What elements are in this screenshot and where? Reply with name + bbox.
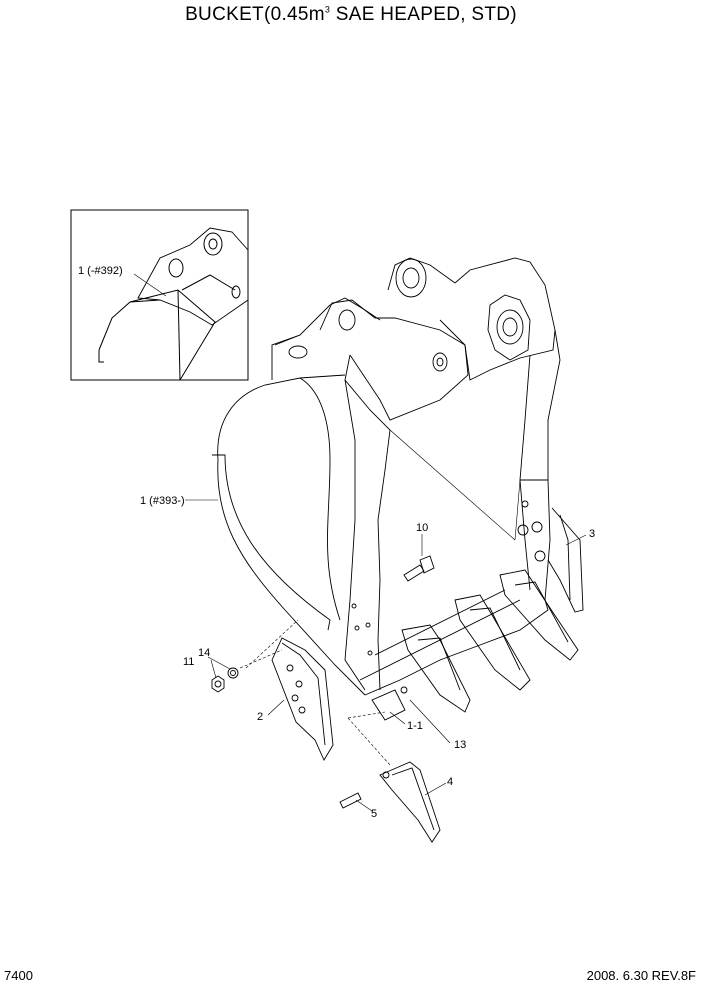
page-number: 7400: [4, 968, 33, 983]
title-superscript: 3: [324, 4, 331, 15]
callout-5: 5: [371, 808, 377, 820]
adapter: [371, 686, 408, 721]
revision-date: 2008. 6.30 REV.8F: [586, 968, 696, 983]
inset-leader-line: [133, 273, 167, 297]
title-rest: SAE HEAPED, STD): [330, 4, 517, 25]
bolt: [403, 555, 435, 582]
leader-lines: [185, 499, 587, 812]
callout-10: 10: [416, 522, 428, 534]
nut-washer: [211, 667, 239, 693]
inset-detail: 1 (-#392): [70, 209, 249, 381]
callout-2: 2: [257, 711, 263, 723]
diagram-title: BUCKET(0.45m3 SAE HEAPED, STD): [0, 4, 702, 26]
callout-13: 13: [454, 739, 466, 751]
bucket-body: [212, 257, 561, 696]
callout-inset-1: 1 (-#392): [78, 265, 123, 277]
bucket-teeth: [401, 507, 584, 713]
callout-main-1: 1 (#393-): [140, 495, 185, 507]
tooth-pin: [339, 792, 362, 809]
callout-14: 14: [198, 647, 210, 659]
callout-3: 3: [589, 528, 595, 540]
callout-4: 4: [447, 776, 453, 788]
callout-1-1: 1-1: [407, 720, 423, 732]
loose-tooth: [379, 761, 441, 843]
side-cutter: [271, 637, 334, 761]
title-main: BUCKET(0.45m: [185, 4, 325, 25]
callout-11: 11: [183, 656, 194, 668]
